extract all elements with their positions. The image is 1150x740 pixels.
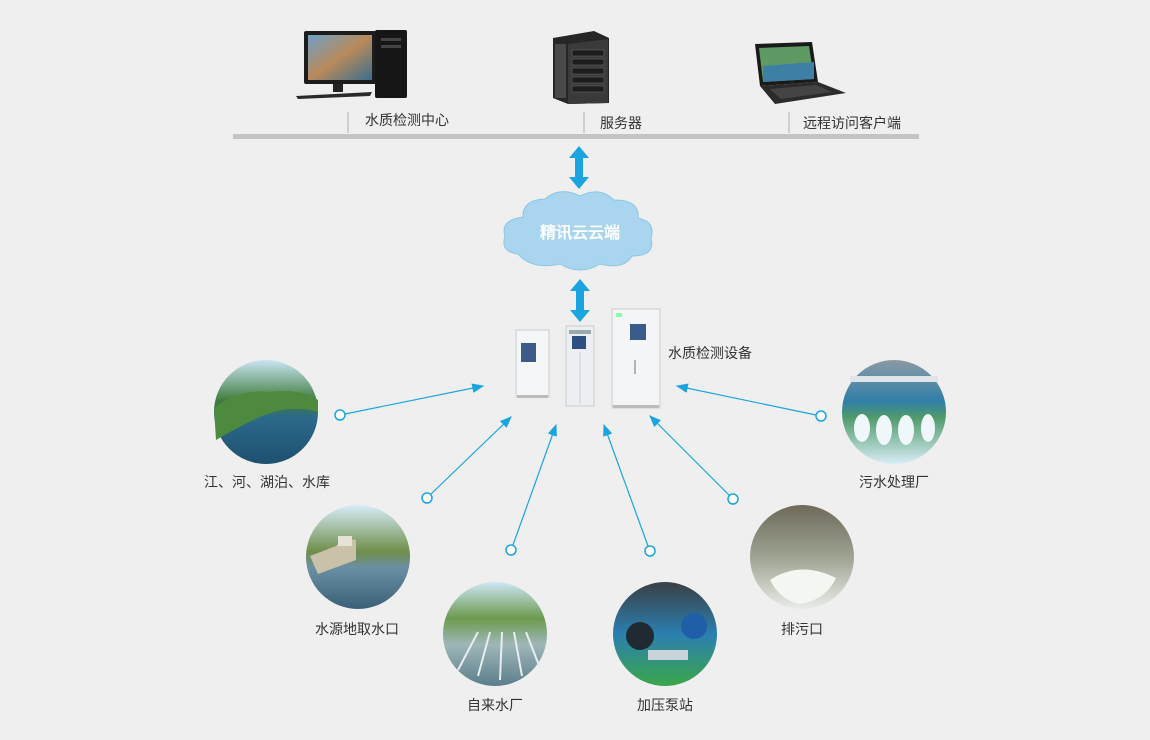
network-bar bbox=[233, 112, 919, 139]
connector-pump bbox=[603, 423, 656, 557]
cloud-label: 精讯云云端 bbox=[539, 223, 620, 242]
connector-outlet bbox=[649, 415, 739, 505]
arrow-top-bidirectional bbox=[569, 146, 589, 189]
source-label-lake: 江、河、湖泊、水库 bbox=[204, 475, 330, 491]
source-label-outlet: 排污口 bbox=[781, 622, 823, 638]
server-tower-icon bbox=[553, 31, 609, 104]
connector-lake bbox=[334, 383, 485, 421]
source-label-waterworks: 自来水厂 bbox=[467, 698, 523, 714]
intake-photo-icon bbox=[306, 505, 410, 609]
source-label-intake: 水源地取水口 bbox=[315, 622, 399, 638]
lake-photo-icon bbox=[214, 360, 318, 464]
source-label-sewage: 污水处理厂 bbox=[859, 475, 929, 491]
desktop-computer-icon bbox=[296, 30, 407, 99]
cloud-shape bbox=[503, 191, 653, 271]
connector-waterworks bbox=[505, 423, 557, 556]
waterworks-photo-icon bbox=[443, 582, 547, 686]
server-label: 服务器 bbox=[600, 116, 642, 132]
monitoring-center-label: 水质检测中心 bbox=[365, 113, 449, 129]
outlet-photo-icon bbox=[750, 505, 854, 609]
pump-photo-icon bbox=[613, 582, 717, 686]
arrow-bottom-bidirectional bbox=[570, 279, 590, 322]
source-label-pump: 加压泵站 bbox=[637, 698, 693, 714]
laptop-icon bbox=[755, 42, 846, 104]
analyzer-cabinets-icon bbox=[515, 308, 661, 409]
device-label: 水质检测设备 bbox=[668, 346, 752, 362]
connector-sewage bbox=[675, 383, 827, 422]
remote-client-label: 远程访问客户端 bbox=[803, 116, 901, 132]
connector-intake bbox=[421, 416, 512, 504]
sewage-plant-photo-icon bbox=[842, 360, 946, 464]
